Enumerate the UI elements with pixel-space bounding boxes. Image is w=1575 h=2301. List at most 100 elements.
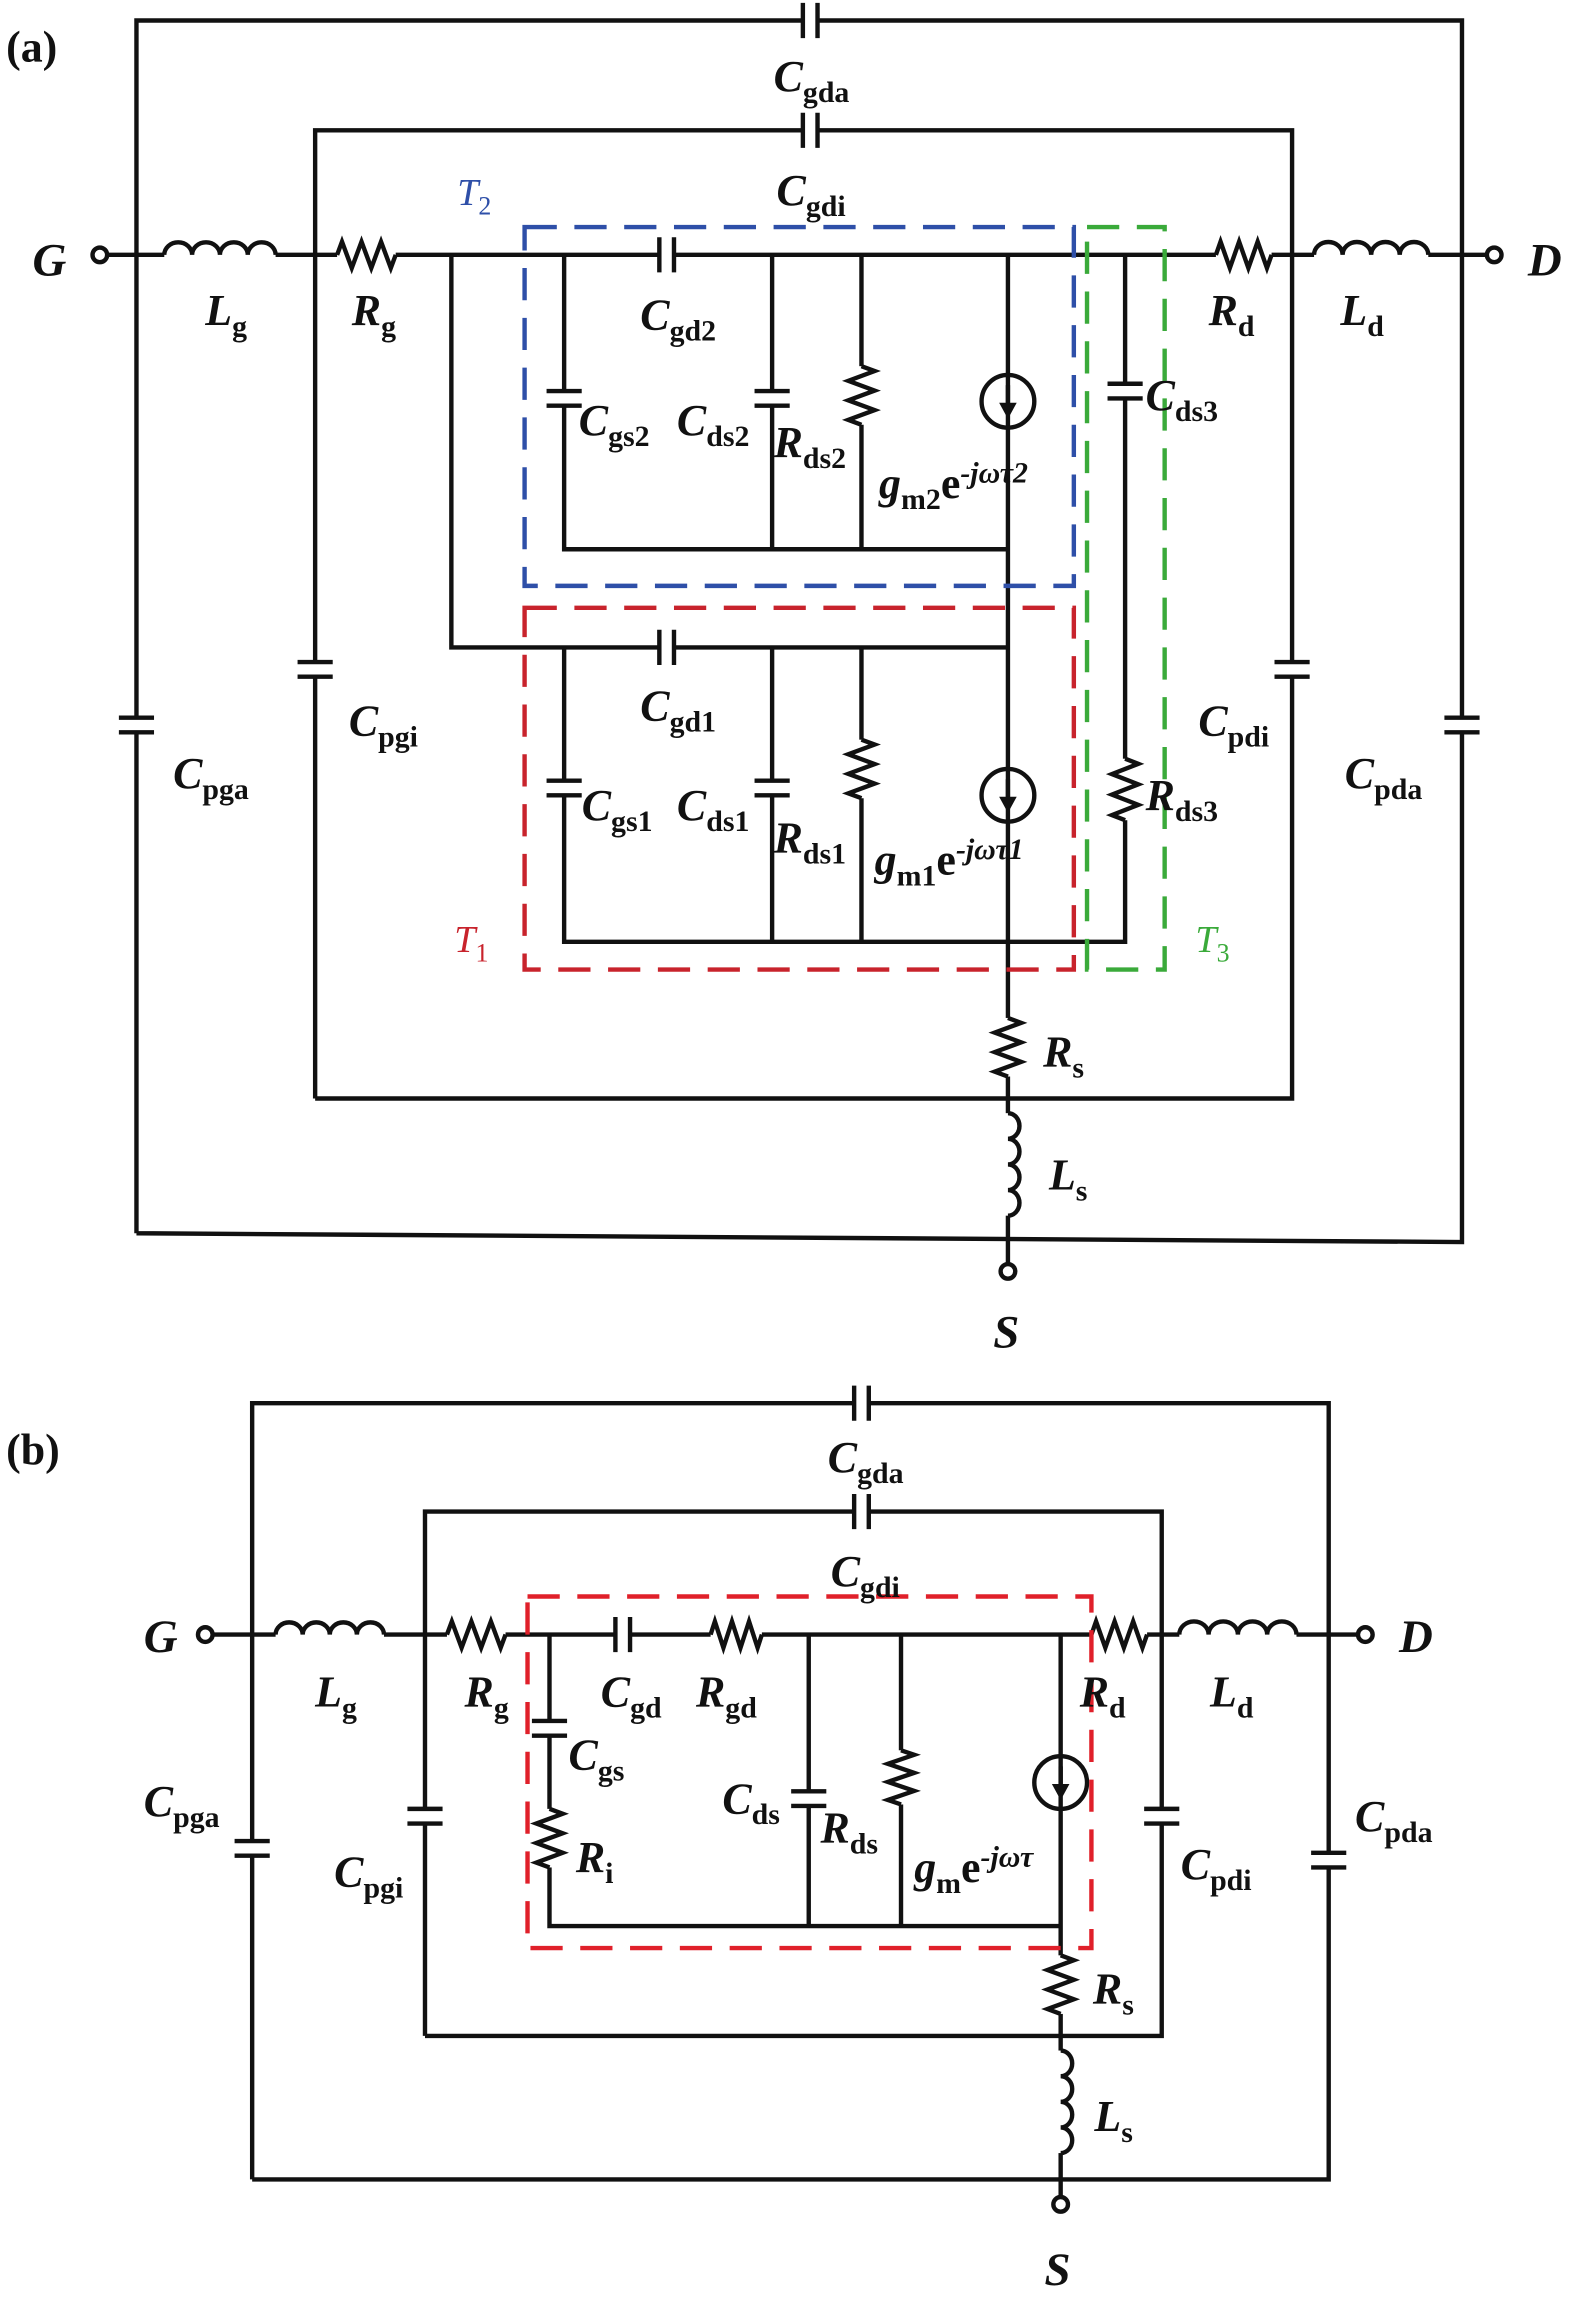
label-exp-base: e (941, 459, 961, 508)
capacitor-plates (791, 1789, 827, 1809)
label-main: T (454, 919, 478, 961)
label-Cgd1: Cgd1 (640, 682, 716, 739)
label-main: L (1093, 2092, 1121, 2141)
label-main: L (314, 1667, 342, 1716)
capacitor-plates (531, 1718, 568, 1738)
label-main: S (993, 1306, 1019, 1358)
label-Cgs1: Cgs1 (582, 781, 653, 838)
resistor-zigzag (1105, 756, 1145, 823)
inductor-coil (1311, 239, 1431, 256)
inductor-symbol (1311, 239, 1431, 260)
capacitor-plates (118, 715, 155, 735)
label-subscript: g (342, 1691, 357, 1724)
capacitor-plates (546, 388, 582, 408)
wire-gap (1456, 719, 1468, 731)
capacitor-plates (851, 1493, 871, 1530)
wire-gap (309, 663, 322, 676)
wire-gap (855, 1505, 868, 1518)
label-Cgdi: Cgdi (777, 166, 846, 223)
wire (249, 1400, 1331, 2182)
label-main: g (913, 1843, 936, 1892)
label-subscript: pda (1374, 773, 1422, 806)
capacitor-symbol (800, 112, 820, 148)
label-Cgd2: Cgd2 (640, 291, 716, 348)
resistor-symbol (1105, 756, 1145, 823)
label-main: C (349, 696, 379, 745)
label-Cgda: Cgda (774, 52, 850, 109)
label-subscript: pga (202, 773, 249, 806)
label-main: R (1145, 771, 1175, 820)
capacitor-plates (754, 388, 790, 408)
wire-gap (558, 782, 570, 794)
label-Ri: Ri (575, 1833, 614, 1890)
capacitor-plates (1311, 1850, 1347, 1870)
gate-terminal-a (90, 245, 110, 265)
label-T3: T3 (1195, 919, 1229, 968)
wire (312, 128, 1295, 1101)
current-source-circle (979, 372, 1037, 430)
T1-box (522, 605, 1077, 972)
label-subscript: d (1109, 1691, 1126, 1724)
label-main: C (774, 52, 804, 101)
label-subscript: gs2 (608, 420, 649, 453)
label-main: C (640, 682, 670, 731)
label-main: C (569, 1730, 599, 1779)
capacitor-symbol (1274, 659, 1310, 679)
label-subscript: m1 (897, 859, 937, 892)
panel-label-b: (b) (6, 1426, 60, 1475)
label-Lg: Lg (204, 286, 247, 343)
wire-gap (1119, 385, 1131, 397)
label-subscript: g (494, 1691, 509, 1724)
label-subscript: s (1072, 1051, 1084, 1084)
inductor-symbol (273, 1620, 387, 1639)
resistor-zigzag (988, 1015, 1028, 1079)
label-main: C (601, 1667, 631, 1716)
label-Rds: Rds (819, 1804, 878, 1861)
current-source-circle (1032, 1753, 1090, 1812)
label-Ls: Ls (1048, 1150, 1087, 1207)
label-subscript: gs (598, 1754, 625, 1787)
capacitor-plates (407, 1806, 443, 1826)
resistor-symbol (1041, 1953, 1081, 2016)
label-subscript: ds1 (803, 837, 846, 870)
label-superscript: -jωτ1 (956, 833, 1024, 866)
resistor-zigzag (335, 235, 398, 275)
inductor-coil (1177, 1619, 1299, 1635)
label-subscript: s (1122, 1989, 1134, 2022)
capacitor-symbol (657, 237, 677, 273)
capacitor-symbol (851, 1493, 871, 1530)
inductor-coil (273, 1620, 387, 1635)
label-Rds1: Rds1 (773, 813, 846, 870)
label-Cgs: Cgs (569, 1730, 625, 1787)
label-subscript: gd (630, 1691, 662, 1724)
wire (449, 254, 1008, 650)
resistor-symbol (1089, 1614, 1150, 1655)
capacitor-symbol (531, 1718, 568, 1738)
label-Rds2: Rds2 (773, 418, 846, 475)
resistor-symbol (1213, 235, 1274, 275)
capacitor-plates (1107, 381, 1143, 401)
label-main: D (1398, 1611, 1433, 1663)
wire-gap (660, 641, 673, 654)
label-main: C (828, 1433, 858, 1482)
label-main: S (1045, 2244, 1071, 2296)
drain-terminal-a (1484, 245, 1504, 265)
panel-label-a: (a) (6, 23, 57, 72)
wire-gap (660, 248, 673, 261)
label-subscript: ds2 (803, 442, 846, 475)
label-T1: T1 (454, 919, 488, 968)
capacitor-plates (613, 1616, 633, 1653)
label-Cpda: Cpda (1345, 749, 1423, 806)
capacitor-symbol (1444, 715, 1480, 735)
capacitor-symbol (546, 388, 582, 408)
capacitor-plates (546, 778, 582, 798)
label-Cpga: Cpga (144, 1777, 220, 1834)
inductor-coil (1060, 2048, 1075, 2156)
wire-gap (855, 1397, 868, 1410)
resistor-symbol (335, 235, 398, 275)
label-subscript: 1 (475, 939, 488, 968)
capacitor-symbol (1144, 1806, 1180, 1826)
capacitor-plates (800, 112, 820, 148)
label-gm2: gm2e-jωτ2 (878, 457, 1028, 516)
inductor-coil (1007, 1110, 1022, 1218)
